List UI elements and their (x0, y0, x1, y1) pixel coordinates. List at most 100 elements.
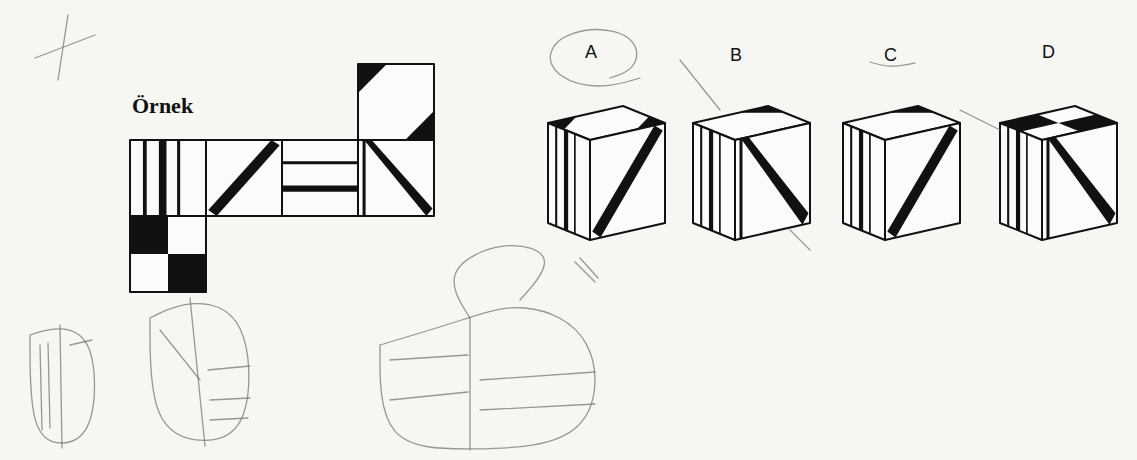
face-pattern (1007, 126, 1028, 234)
cube-left-face (843, 123, 885, 240)
pattern-shape (1047, 138, 1050, 239)
option-letter: C (884, 46, 897, 66)
face-fill (1042, 123, 1117, 240)
pattern-shape (364, 140, 432, 216)
pencil-stroke (580, 258, 598, 278)
face-outline (548, 123, 590, 240)
face-fill (693, 123, 735, 240)
pattern-shape (405, 111, 434, 140)
pattern-shape (719, 134, 721, 235)
face-pattern (1047, 123, 1116, 239)
pattern-shape (159, 140, 167, 216)
option-letter: A (585, 43, 597, 63)
cube-right-face (590, 123, 665, 240)
cube-right-face (885, 123, 960, 240)
net-square (358, 140, 434, 216)
pattern-shape (168, 254, 206, 292)
face-outline (130, 216, 206, 292)
cube-right-face (735, 123, 810, 240)
pencil-stroke (58, 15, 68, 80)
pattern-shape (700, 126, 702, 227)
face-pattern (740, 123, 809, 239)
face-pattern (358, 64, 434, 140)
pencil-stroke (480, 404, 595, 410)
pattern-shape (130, 216, 168, 254)
face-outline (1000, 123, 1042, 240)
face-outline (590, 123, 665, 240)
face-fill (282, 140, 358, 216)
pattern-shape (869, 134, 871, 235)
pattern-shape (1048, 123, 1116, 238)
net-square (358, 64, 434, 140)
net-square (282, 140, 358, 216)
face-outline (885, 123, 960, 240)
pattern-shape (363, 140, 366, 216)
pencil-stroke (208, 366, 250, 370)
face-fill (1000, 123, 1042, 240)
cube-left-face (693, 123, 735, 240)
pattern-shape (740, 138, 743, 239)
pattern-shape (850, 126, 852, 227)
example-heading: Örnek (132, 94, 193, 118)
face-fill (130, 216, 206, 292)
face-fill (548, 123, 590, 240)
face-outline (358, 140, 434, 216)
pattern-shape (709, 129, 713, 231)
face-fill (843, 123, 885, 240)
pencil-stroke (150, 304, 249, 441)
pencil-stroke (680, 60, 720, 110)
face-pattern (850, 126, 871, 234)
face-outline (1042, 123, 1117, 240)
pencil-stroke (48, 343, 50, 428)
pencil-stroke (454, 246, 544, 318)
pattern-shape (741, 123, 809, 238)
face-pattern (130, 216, 206, 292)
net-square (130, 216, 206, 292)
face-fill (885, 123, 960, 240)
cube-left-face (548, 123, 590, 240)
pencil-stroke (469, 318, 470, 450)
face-outline (358, 64, 434, 140)
face-outline (206, 140, 282, 216)
pattern-shape (555, 126, 557, 227)
option-letter: D (1042, 43, 1055, 63)
face-pattern (555, 126, 576, 234)
face-pattern (363, 140, 433, 216)
face-fill (206, 140, 282, 216)
net-square (206, 140, 282, 216)
pencil-stroke (480, 372, 595, 380)
pattern-shape (282, 161, 358, 164)
pencil-stroke (40, 345, 42, 430)
pattern-shape (282, 186, 358, 192)
face-fill (130, 140, 206, 216)
pattern-shape (1026, 134, 1028, 235)
pencil-stroke (960, 110, 1000, 130)
pencil-stroke (210, 418, 248, 420)
face-pattern (282, 161, 358, 191)
face-pattern (700, 126, 721, 234)
cube-left-face (1000, 123, 1042, 240)
face-outline (693, 123, 735, 240)
option-letter: B (730, 46, 742, 66)
face-fill (358, 140, 434, 216)
face-pattern (887, 124, 958, 240)
pencil-stroke (390, 392, 468, 400)
cube-right-face (1042, 123, 1117, 240)
face-outline (843, 123, 885, 240)
face-fill (358, 64, 434, 140)
pattern-shape (1016, 129, 1020, 231)
pattern-shape (143, 140, 147, 216)
pencil-stroke (190, 298, 205, 446)
face-pattern (208, 140, 279, 216)
pattern-shape (564, 129, 568, 231)
face-outline (282, 140, 358, 216)
face-outline (735, 123, 810, 240)
pencil-stroke (60, 325, 62, 448)
face-pattern (143, 140, 180, 216)
face-pattern (592, 124, 663, 240)
pattern-shape (887, 124, 958, 240)
pencil-stroke (160, 330, 200, 380)
pencil-stroke (210, 398, 250, 400)
